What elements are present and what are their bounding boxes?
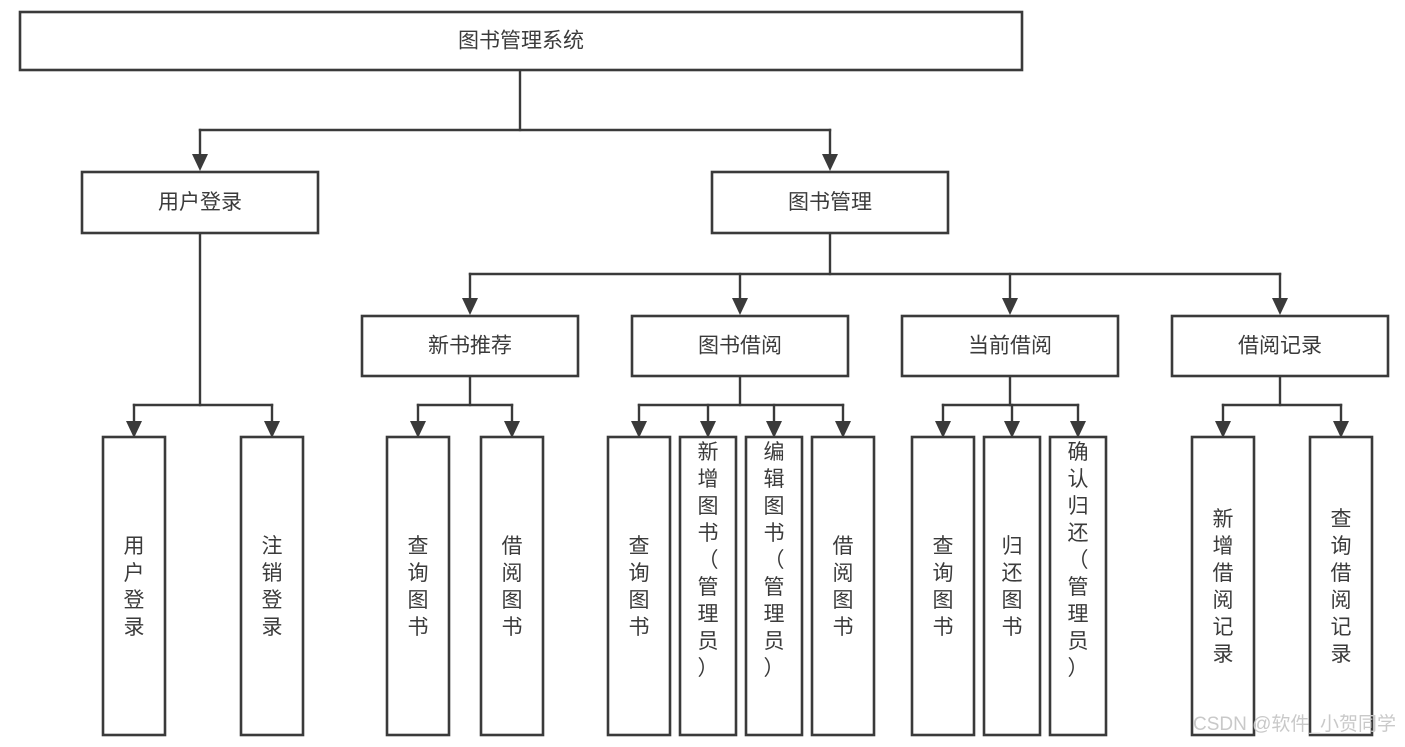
node-leaf-add-book-admin[interactable]: 新增图书（管理员） xyxy=(678,435,738,737)
node-leaf-return-book[interactable]: 归还图书 xyxy=(982,435,1042,737)
node-label: 图书管理系统 xyxy=(458,30,584,53)
node-root[interactable]: 图书管理系统 xyxy=(18,10,1024,72)
node-leaf-user-login[interactable]: 用户登录 xyxy=(101,435,167,737)
node-label: 图书管理 xyxy=(788,191,872,214)
node-leaf-add-borrow-record[interactable]: 新增借阅记录 xyxy=(1190,435,1256,737)
node-label: 当前借阅 xyxy=(968,335,1052,358)
node-label: 编辑图书（管理员） xyxy=(764,441,785,680)
node-label: 查询图书 xyxy=(408,535,429,639)
node-leaf-user-logout[interactable]: 注销登录 xyxy=(239,435,305,737)
node-label: 查询图书 xyxy=(933,535,954,639)
csdn-watermark: CSDN @软件_小贺同学 xyxy=(1193,713,1396,735)
node-label: 用户登录 xyxy=(124,535,145,639)
node-label: 借阅图书 xyxy=(502,535,523,639)
node-leaf-query-book-borrow[interactable]: 查询图书 xyxy=(606,435,672,737)
node-label: 新增借阅记录 xyxy=(1213,508,1234,666)
node-new-book-recommend[interactable]: 新书推荐 xyxy=(360,314,580,378)
node-label: 借阅记录 xyxy=(1238,335,1322,358)
node-borrow-record[interactable]: 借阅记录 xyxy=(1170,314,1390,378)
node-book-borrow[interactable]: 图书借阅 xyxy=(630,314,850,378)
node-label: 注销登录 xyxy=(262,535,283,639)
node-label: 借阅图书 xyxy=(833,535,854,639)
node-leaf-edit-book-admin[interactable]: 编辑图书（管理员） xyxy=(744,435,804,737)
node-label: 新书推荐 xyxy=(428,335,512,358)
nodes-layer: 图书管理系统用户登录图书管理新书推荐图书借阅当前借阅借阅记录用户登录注销登录查询… xyxy=(18,10,1390,737)
node-leaf-borrow-book[interactable]: 借阅图书 xyxy=(810,435,876,737)
node-leaf-borrow-book-new[interactable]: 借阅图书 xyxy=(479,435,545,737)
node-leaf-query-book-new[interactable]: 查询图书 xyxy=(385,435,451,737)
node-label: 新增图书（管理员） xyxy=(698,441,719,680)
node-user-login[interactable]: 用户登录 xyxy=(80,170,320,235)
node-label: 图书借阅 xyxy=(698,335,782,358)
connectors-layer xyxy=(126,68,1349,438)
node-label: 用户登录 xyxy=(158,191,242,214)
node-book-management[interactable]: 图书管理 xyxy=(710,170,950,235)
node-label: 确认归还（管理员） xyxy=(1068,441,1089,680)
node-label: 查询借阅记录 xyxy=(1331,508,1352,666)
node-label: 归还图书 xyxy=(1002,535,1023,639)
node-current-borrow[interactable]: 当前借阅 xyxy=(900,314,1120,378)
node-leaf-query-book-current[interactable]: 查询图书 xyxy=(910,435,976,737)
node-label: 查询图书 xyxy=(629,535,650,639)
node-leaf-query-borrow-record[interactable]: 查询借阅记录 xyxy=(1308,435,1374,737)
node-leaf-confirm-return-admin[interactable]: 确认归还（管理员） xyxy=(1048,435,1108,737)
